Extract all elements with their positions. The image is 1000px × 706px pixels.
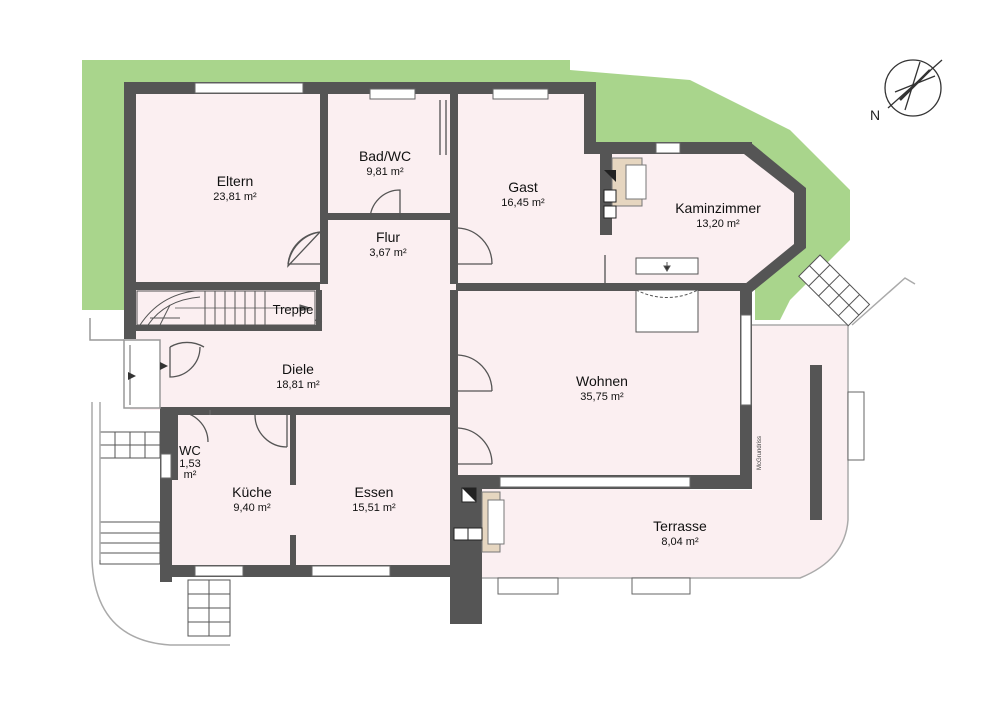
room-kueche-name: Küche	[232, 484, 272, 500]
room-wohnen-area: 35,75 m²	[580, 391, 624, 403]
room-gast-area: 16,45 m²	[501, 197, 545, 209]
room-eltern-area: 23,81 m²	[213, 191, 257, 203]
room-diele-name: Diele	[282, 361, 314, 377]
room-wc-area-line2: m²	[184, 469, 197, 481]
fireplaces	[453, 157, 647, 553]
room-wc-area-line1: 1,53	[179, 458, 200, 470]
doors	[169, 189, 493, 465]
room-flur-area: 3,67 m²	[369, 247, 407, 259]
room-kaminzimmer-area: 13,20 m²	[696, 218, 740, 230]
bay-window	[635, 257, 699, 333]
room-diele-area: 18,81 m²	[276, 379, 320, 391]
room-treppe-name: Treppe	[273, 302, 314, 317]
exterior-stairs	[91, 254, 916, 646]
watermark: McGrundriss	[757, 436, 763, 470]
room-kueche-area: 9,40 m²	[233, 502, 271, 514]
floor-area	[130, 88, 848, 578]
room-essen-area: 15,51 m²	[352, 502, 396, 514]
room-badwc-area: 9,81 m²	[366, 166, 404, 178]
room-labels: Eltern 23,81 m² Bad/WC 9,81 m² Gast 16,4…	[179, 148, 761, 548]
terrace-outline	[480, 324, 849, 579]
room-wohnen-name: Wohnen	[576, 373, 628, 389]
room-essen-name: Essen	[355, 484, 394, 500]
room-wc-name: WC	[179, 443, 201, 458]
staircase	[136, 290, 316, 326]
room-badwc-name: Bad/WC	[359, 148, 411, 164]
room-eltern-name: Eltern	[217, 173, 254, 189]
compass-label: N	[870, 107, 880, 123]
room-terrasse-name: Terrasse	[653, 518, 707, 534]
room-terrasse-area: 8,04 m²	[661, 536, 699, 548]
entrance	[89, 318, 168, 409]
compass	[884, 59, 943, 117]
room-gast-name: Gast	[508, 179, 538, 195]
room-kaminzimmer-name: Kaminzimmer	[675, 200, 761, 216]
room-flur-name: Flur	[376, 229, 400, 245]
thin-walls	[209, 100, 606, 415]
windows	[160, 82, 865, 595]
